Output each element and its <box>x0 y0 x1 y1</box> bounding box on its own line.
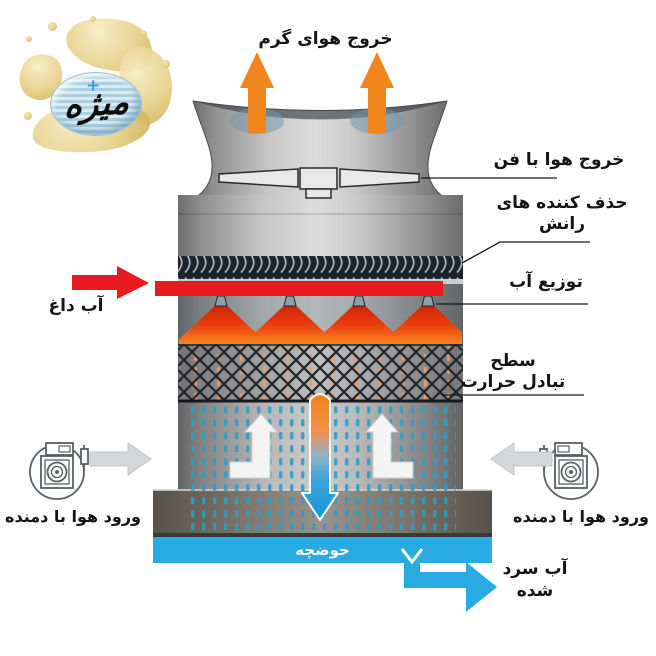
cooling-gradient-arrow-icon <box>301 393 339 521</box>
cold-water-line2: شده <box>516 581 554 601</box>
air-inlet-arrow-icons <box>89 442 553 476</box>
blower-left-icon <box>29 442 89 500</box>
hot-water-arrow-icon <box>72 266 149 299</box>
blower-right-icon <box>539 442 599 500</box>
drift-eliminator-band <box>178 256 463 284</box>
cold-water-outlet-arrow-icon <box>400 548 497 612</box>
spray-nozzles <box>179 295 462 344</box>
air-inlet-right-label: ورود هوا با دمنده <box>513 507 649 526</box>
logo-water-sphere <box>50 72 142 136</box>
hot-air-exit-label: خروج هوای گرم <box>258 29 393 49</box>
logo-droplet <box>90 16 96 22</box>
logo-droplet <box>24 112 32 120</box>
fan-blades-icon <box>218 167 420 199</box>
logo-plus-icon: + <box>86 76 101 96</box>
hot-air-arrow-icons <box>240 52 394 133</box>
cold-water-line1: آب سرد <box>502 559 568 579</box>
heat-exchange-fill <box>178 344 463 403</box>
heat-exchange-line1: سطح <box>490 351 536 371</box>
logo-droplet <box>26 36 32 42</box>
heat-exchange-line2: تبادل حرارت <box>460 372 566 392</box>
fan-exit-label: خروج هوا با فن <box>493 150 625 170</box>
company-logo: + میژه <box>13 8 180 159</box>
logo-droplet <box>140 30 147 37</box>
water-distribution-label: توزیع آب <box>509 272 583 292</box>
drift-eliminators-line2: رانش <box>538 214 586 234</box>
leader-lines <box>421 177 590 396</box>
logo-droplet <box>162 60 170 68</box>
basin <box>153 537 492 563</box>
air-inlet-left-label: ورود هوا با دمنده <box>5 507 141 526</box>
logo-droplet <box>48 22 57 31</box>
drift-eliminators-label: حذف کننده های رانش <box>482 193 642 235</box>
cold-water-label: آب سرد شده <box>489 558 581 602</box>
drift-eliminators-line1: حذف کننده های <box>496 193 628 213</box>
basin-label: حوضچه <box>295 541 350 559</box>
distribution-pipe <box>155 281 443 296</box>
heat-exchange-label: سطح تبادل حرارت <box>437 351 589 393</box>
hot-water-label: آب داغ <box>48 296 104 316</box>
air-flow-arrow-icons <box>229 413 414 479</box>
